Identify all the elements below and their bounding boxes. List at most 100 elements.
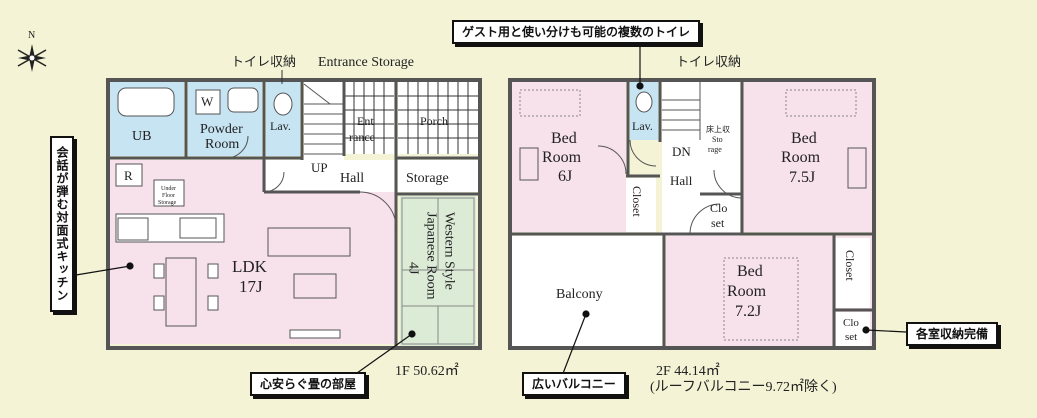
kitchen-sink-icon: [179, 217, 217, 239]
powder-label-2: Room: [205, 137, 239, 152]
north-label: N: [28, 30, 35, 41]
bed2-label-2: Room: [781, 149, 821, 166]
callout-balcony: 広いバルコニー: [522, 372, 626, 396]
dining-table: [165, 257, 197, 327]
bed3-label-3: 7.2J: [735, 303, 761, 320]
f2-area-label-2: (ルーフバルコニー9.72㎡除く): [650, 380, 837, 395]
f2-walls: [508, 78, 876, 350]
f2-toilet-storage-label: トイレ収納: [676, 54, 741, 69]
f2-doors: [597, 139, 743, 235]
entrance-label-1: Ent: [357, 114, 374, 128]
bed2-label-1: Bed: [791, 130, 817, 147]
f1-stairs: [303, 83, 344, 155]
callout-guest-toilet: ゲスト用と使い分けも可能の複数のトイレ: [452, 20, 701, 44]
bed1-label-2: Room: [542, 149, 582, 166]
ub-label: UB: [132, 129, 151, 144]
store-label-3: rage: [708, 145, 722, 154]
closet-right-label: Closet: [843, 250, 857, 281]
closet-bottom-label-2: set: [845, 331, 857, 343]
bed1-label-3: 6J: [558, 168, 572, 185]
f2-inner-walls: [510, 80, 874, 348]
f2-floor-storage: [702, 120, 740, 156]
up-label: UP: [311, 160, 328, 175]
f2-small-closet: [702, 196, 740, 232]
chair-icon: [153, 263, 165, 279]
f1-toilet-storage-label: トイレ収納: [231, 54, 296, 69]
f2-closet-label: Closet: [630, 186, 644, 217]
ldk-label-2: 17J: [239, 277, 263, 296]
callout-tatami: 心安らぐ畳の部屋: [250, 372, 367, 396]
entrance-area: [344, 82, 394, 154]
desk-icon: [847, 147, 867, 189]
tatami-mats: [401, 197, 475, 345]
f1-hall-label: Hall: [340, 171, 364, 186]
f2-closet: [626, 178, 656, 232]
dn-label: DN: [672, 144, 691, 159]
ldk-label-1: LDK: [232, 257, 268, 276]
chair-icon: [207, 263, 219, 279]
callout-kitchen: 会話が弾む対面式キッチン: [50, 136, 74, 312]
chair-icon: [207, 295, 219, 311]
closet-small-label-2: set: [711, 216, 725, 230]
f2-stairs: [662, 82, 701, 140]
bed3-label-2: Room: [727, 283, 767, 300]
f1-storage-area: [398, 160, 478, 192]
callout-leaders: [69, 38, 907, 379]
chair-icon: [153, 295, 165, 311]
f1-hall-area: [266, 160, 396, 192]
f2-lav-label: Lav.: [632, 119, 653, 133]
compass-rose-icon: [17, 44, 47, 72]
tv-board: [289, 329, 341, 339]
f1-walls: [106, 78, 482, 350]
balcony-area: [512, 236, 662, 346]
f1-doors: [225, 135, 397, 229]
toilet-icon: [273, 92, 293, 116]
store-label-2: Sto: [712, 135, 723, 144]
desk-icon: [519, 147, 539, 181]
floor1-plan: [106, 78, 482, 350]
under-floor-label-3: Storage: [158, 200, 177, 206]
under-floor-label-1: Under: [161, 186, 176, 192]
closet-small-label-1: Clo: [710, 201, 727, 215]
coffee-table: [293, 273, 337, 299]
washer-label: W: [201, 94, 214, 109]
fridge-label: R: [124, 168, 133, 183]
bed2-label-3: 7.5J: [789, 169, 815, 186]
western-label-3: 4J: [406, 262, 421, 275]
western-label-1: Western Style: [442, 212, 457, 290]
bed-icon: [785, 89, 857, 117]
sofa-icon: [267, 227, 351, 257]
bed1-label-1: Bed: [551, 130, 577, 147]
entrance-storage-label: Entrance Storage: [318, 55, 414, 70]
f2-area-label-1: 2F 44.14㎡: [656, 364, 720, 379]
f2-hall-label: Hall: [670, 173, 693, 188]
stove-icon: [117, 217, 149, 241]
callout-storage-all: 各室収納完備: [906, 322, 999, 346]
floor2-plan: [508, 78, 876, 350]
f1-lav-label: Lav.: [270, 119, 291, 133]
sink-icon: [227, 87, 259, 113]
toilet-icon: [635, 91, 653, 113]
entrance-label-2: rance: [349, 130, 375, 144]
f1-area-label: 1F 50.62㎡: [395, 364, 459, 379]
balcony-label: Balcony: [556, 287, 603, 302]
under-floor-label-2: Floor: [162, 193, 175, 199]
bed3-label-1: Bed: [737, 263, 763, 280]
f2-right-closet: [836, 238, 870, 308]
porch-label: Porch: [420, 114, 448, 128]
bed-icon: [519, 89, 581, 117]
porch-tiles: [344, 82, 478, 154]
closet-bottom-label-1: Clo: [843, 317, 859, 329]
store-label-1: 床上収: [706, 124, 730, 134]
fridge-icon: [115, 163, 143, 187]
f1-stairs-area: [304, 82, 344, 160]
washer-icon: [195, 89, 221, 115]
bathtub: [117, 87, 175, 117]
powder-label-1: Powder: [200, 122, 243, 137]
bed-icon: [723, 257, 799, 341]
f1-storage-label: Storage: [406, 171, 449, 186]
western-label-2: Japanese Room: [424, 212, 439, 300]
f1-inner-walls: [108, 80, 480, 348]
under-floor-storage: [153, 179, 185, 207]
